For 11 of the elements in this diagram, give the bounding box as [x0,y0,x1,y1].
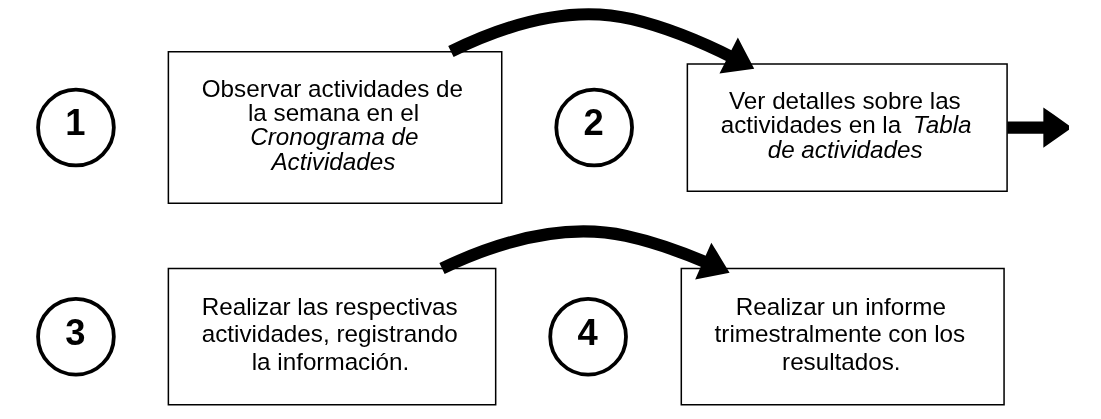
arrow [439,225,730,280]
node-circle: 2 [554,87,634,168]
node-box: Realizar las respectivas actividades, registrando la información. [167,267,497,406]
node-box: Realizar un informe trimestralmente con los resultados. [680,267,1005,406]
node-circle: 1 [36,87,116,168]
arrow [1007,107,1069,148]
node-circle: 3 [36,296,116,377]
arrow [448,8,755,74]
node-circle: 4 [548,296,628,377]
node-box: Ver detalles sobre las actividades en la Tabla de actividades [686,63,1008,192]
node-box: Observar actividades de la semana en el Cronograma de Actividades [167,51,503,205]
